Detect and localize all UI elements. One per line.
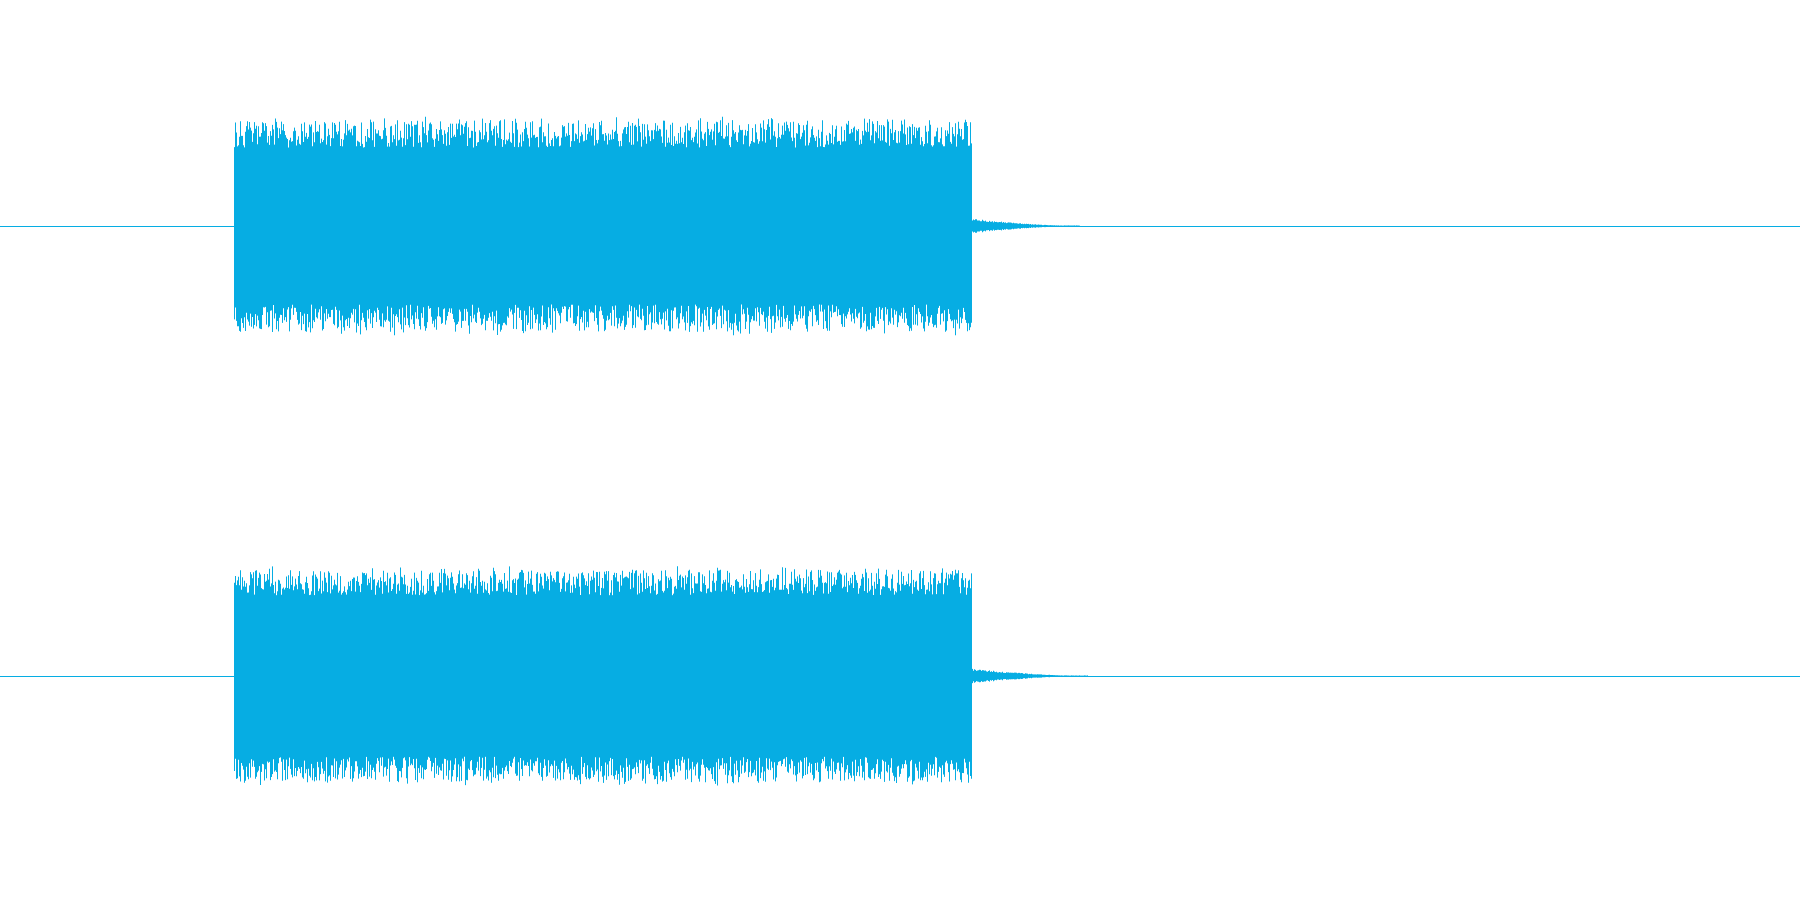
waveform-peaks bbox=[234, 116, 972, 336]
waveform-channel-1 bbox=[0, 116, 1800, 336]
waveform-decay-tail bbox=[971, 668, 1088, 684]
waveform-peaks bbox=[234, 566, 972, 786]
waveform-channel-2 bbox=[0, 566, 1800, 786]
waveform-decay-tail bbox=[971, 219, 1080, 233]
